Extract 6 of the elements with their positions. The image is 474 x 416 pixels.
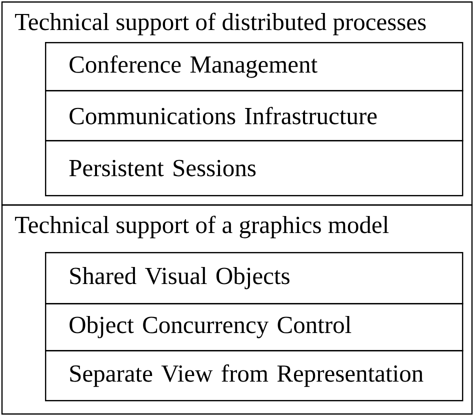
layer-box: Separate View from Representation bbox=[45, 350, 464, 402]
layer-box: Persistent Sessions bbox=[45, 140, 464, 196]
layer-box: Object Concurrency Control bbox=[45, 303, 464, 352]
layer-box: Conference Management bbox=[45, 42, 464, 92]
layer-box: Communications Infrastructure bbox=[45, 90, 464, 142]
layer-box: Shared Visual Objects bbox=[45, 252, 464, 304]
